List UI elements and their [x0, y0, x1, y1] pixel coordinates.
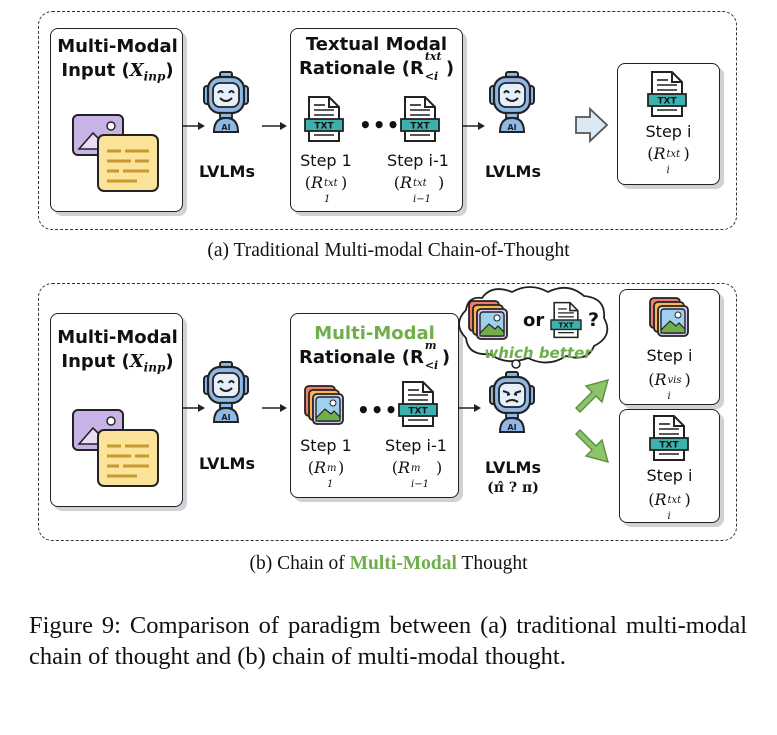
output-vis-label-b: Step i	[646, 346, 693, 365]
arrow-icon	[262, 122, 287, 130]
figure-caption: Figure 9: Comparison of paradigm between…	[29, 612, 747, 670]
green-arrow-down-icon	[575, 429, 609, 463]
input-title-a: Multi-Modal Input (Xinp)	[57, 36, 178, 84]
thought-question: ?	[588, 309, 600, 331]
image-stack-icon	[649, 297, 689, 337]
step1-label-a: Step 1	[300, 151, 352, 170]
panel-b-frame	[38, 283, 737, 541]
lvlm-label-b1: LVLMs	[198, 454, 255, 473]
lvlm-label-a1: LVLMs	[198, 162, 255, 181]
txt-document-icon	[647, 71, 687, 117]
hollow-arrow-icon	[575, 106, 609, 144]
txt-document-icon	[400, 96, 440, 142]
stepi1-label-a: Step i-1	[387, 151, 449, 170]
robot-icon	[202, 70, 250, 134]
ellipsis: •••	[359, 113, 401, 137]
panel-a-frame	[38, 11, 737, 230]
thought-or: or	[523, 310, 545, 331]
arrow-icon	[462, 122, 485, 130]
arrow-icon	[182, 122, 205, 130]
image-stack-icon	[304, 385, 344, 425]
input-title-b: Multi-Modal Input (Xinp)	[57, 327, 178, 375]
arrow-icon	[458, 404, 481, 412]
green-arrow-up-icon	[575, 379, 609, 413]
step1-label-b: Step 1	[300, 436, 352, 455]
caption-a: (a) Traditional Multi-modal Chain-of-Tho…	[207, 240, 570, 261]
arrow-icon	[262, 404, 287, 412]
robot-icon	[202, 360, 250, 424]
lvlm-pi: (π̂ ? π)	[487, 480, 539, 496]
lvlm-label-a2: LVLMs	[484, 162, 541, 181]
lvlm-label-b2: LVLMs	[484, 458, 541, 477]
txt-document-icon	[550, 301, 582, 339]
output-txt-label-b: Step i	[646, 466, 693, 485]
output-label-a: Step i	[645, 122, 692, 141]
image-document-icon	[71, 113, 160, 193]
thought-text: which better	[484, 344, 592, 362]
robot-icon	[488, 70, 536, 134]
robot-icon	[488, 370, 536, 434]
stepi1-label-b: Step i-1	[385, 436, 447, 455]
txt-document-icon	[304, 96, 344, 142]
image-stack-icon	[468, 300, 508, 340]
txt-document-icon	[398, 381, 438, 427]
ellipsis: •••	[357, 398, 399, 422]
txt-document-icon	[649, 415, 689, 461]
input-box-b: Multi-Modal Input (Xinp)	[50, 313, 183, 507]
caption-b: (b) Chain of Multi-Modal Thought	[249, 553, 528, 574]
image-document-icon	[71, 408, 160, 488]
arrow-icon	[182, 404, 205, 412]
input-box-a: Multi-Modal Input (Xinp)	[50, 28, 183, 212]
